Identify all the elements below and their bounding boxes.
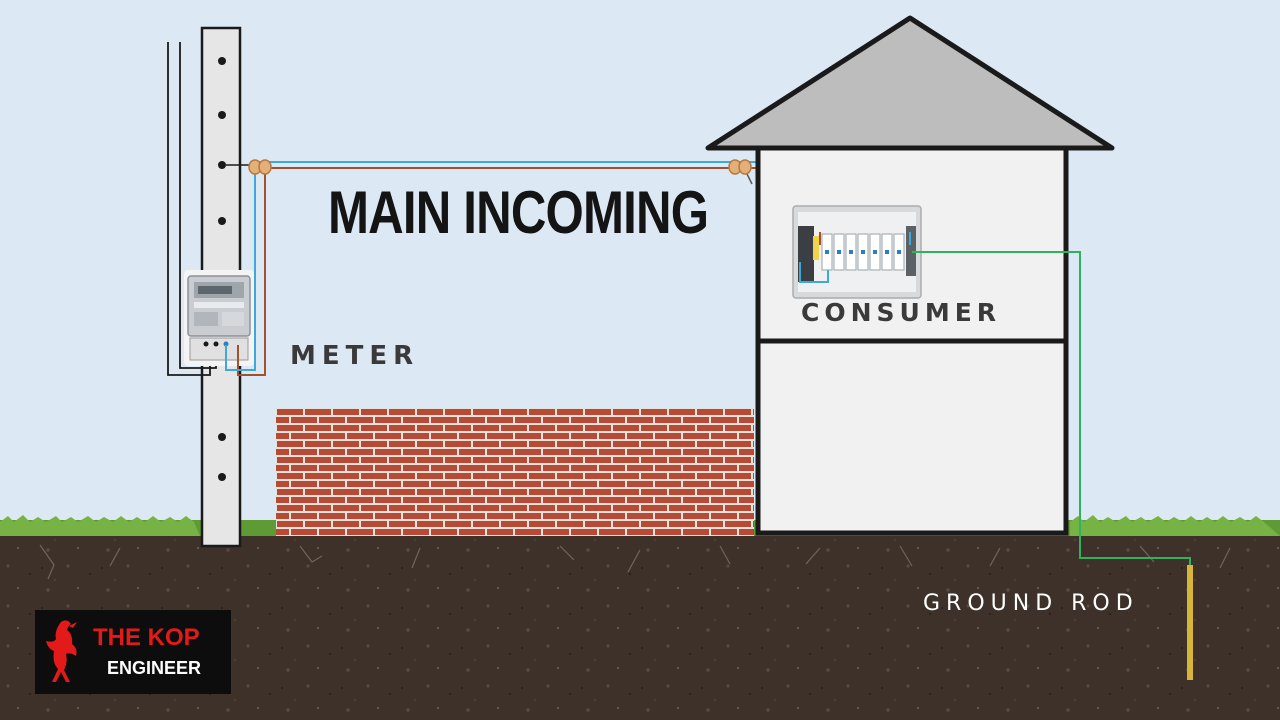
logo-line2: ENGINEER bbox=[107, 658, 201, 679]
meter-label: METER bbox=[290, 341, 419, 371]
energy-meter-icon bbox=[184, 270, 254, 366]
house-lower-floor bbox=[758, 341, 1066, 533]
ground-rod-icon bbox=[1187, 565, 1193, 680]
diagram-title: MAIN INCOMING bbox=[328, 178, 708, 247]
consumer-unit-icon bbox=[793, 206, 921, 298]
channel-logo: THE KOP ENGINEER bbox=[35, 610, 231, 694]
liverbird-logo-icon bbox=[41, 616, 87, 688]
brick-wall bbox=[276, 408, 754, 536]
consumer-label: CONSUMER bbox=[801, 298, 1001, 327]
logo-line1: THE KOP bbox=[93, 624, 200, 652]
ground-rod-label: GROUND ROD bbox=[923, 591, 1139, 616]
